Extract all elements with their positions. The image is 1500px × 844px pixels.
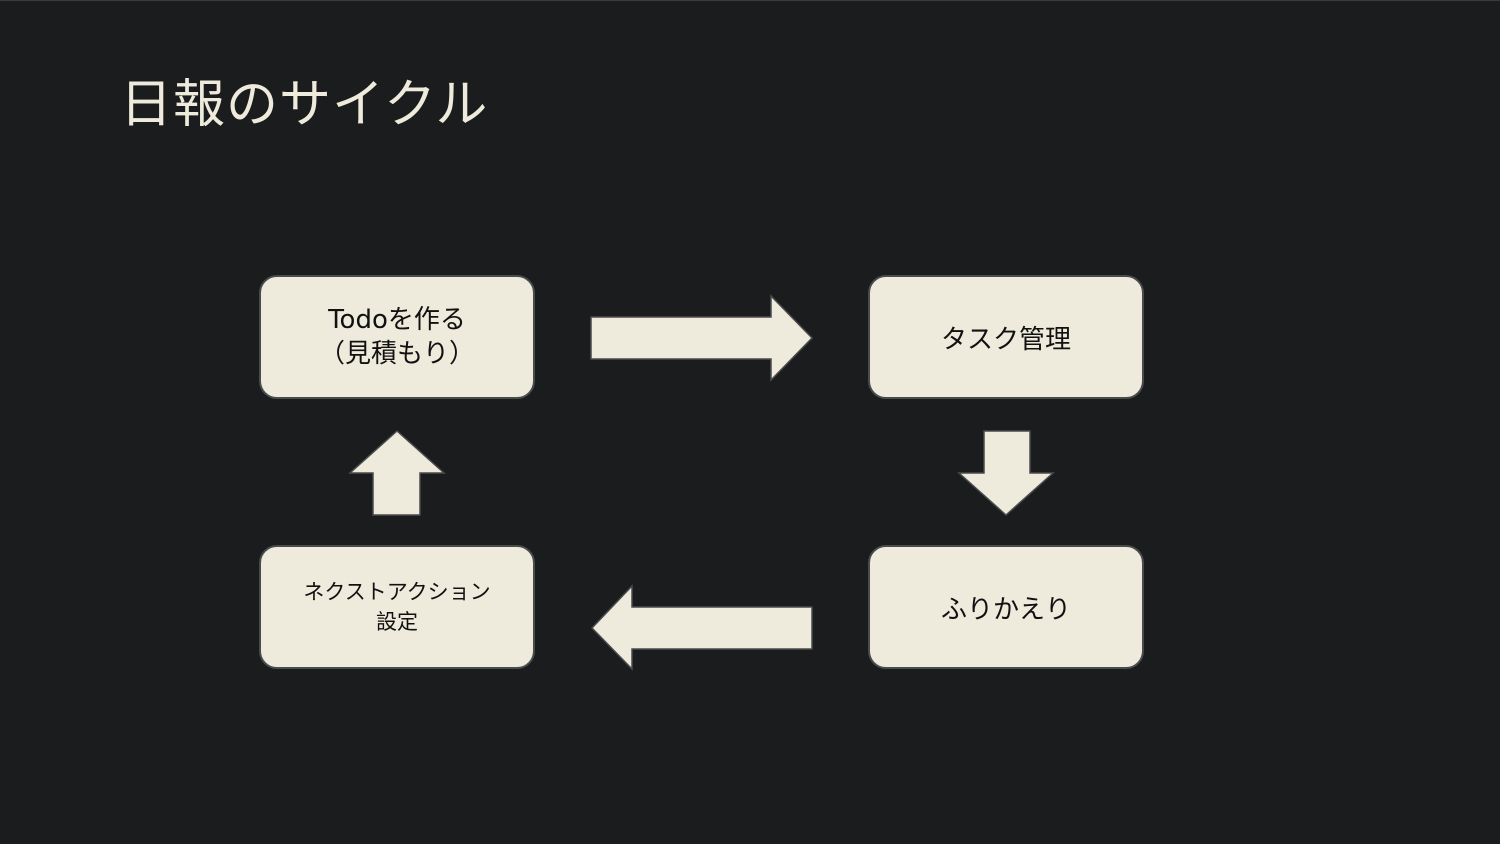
cycle-step-todo-sublabel: （見積もり） [318,339,475,369]
cycle-step-next-action-sublabel: 設定 [376,610,418,634]
cycle-step-todo-label: Todoを作る [328,305,466,335]
cycle-step-next-action-label: ネクストアクション [303,580,491,604]
arrow-down-icon [957,430,1055,517]
cycle-step-task-management-label: タスク管理 [940,324,1071,355]
cycle-step-task-management: タスク管理 [868,275,1144,399]
cycle-step-todo: Todoを作る （見積もり） [259,275,535,399]
arrow-up-icon [348,429,446,516]
cycle-step-review-label: ふりかえり [940,594,1071,625]
cycle-step-next-action: ネクストアクション 設定 [259,545,535,669]
arrow-right-icon [590,294,814,382]
arrow-left-icon [590,584,813,671]
cycle-step-review: ふりかえり [868,545,1144,669]
slide-title: 日報のサイクル [120,75,489,135]
